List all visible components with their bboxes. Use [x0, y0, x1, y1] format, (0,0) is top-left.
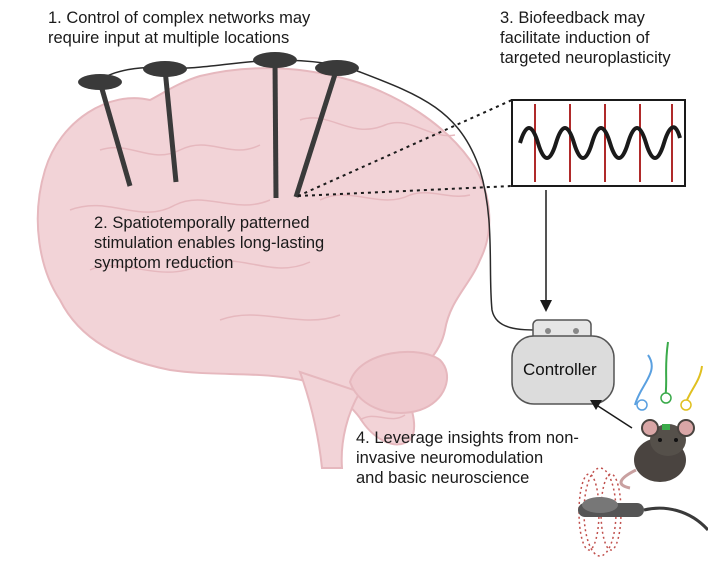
biofeedback-signal-panel: [511, 99, 686, 187]
arrow-mouse-to-controller: [590, 400, 633, 429]
controller-device: [511, 319, 615, 405]
brain-illustration: [36, 67, 491, 469]
controller-label: Controller: [523, 360, 597, 379]
arrow-feedback-to-controller: [540, 190, 552, 312]
annotation-4-line-2: invasive neuromodulation: [356, 449, 544, 467]
annotation-1-line-1: 1. Control of complex networks may: [48, 9, 311, 27]
electrode-2: [143, 61, 187, 183]
annotation-4-line-3: and basic neuroscience: [356, 469, 530, 487]
brainstem: [298, 370, 362, 469]
annotation-1-line-2: require input at multiple locations: [48, 29, 290, 47]
annotation-2-line-2: stimulation enables long-lasting: [94, 234, 325, 252]
trigger-markers: [534, 104, 673, 182]
annotation-3-line-2: facilitate induction of: [500, 29, 650, 47]
mouse-icon: [619, 341, 703, 490]
electrode-3: [253, 52, 297, 199]
annotation-4: 4. Leverage insights from non- invasive …: [356, 428, 579, 488]
magnetic-coil-icon: [578, 467, 708, 557]
annotation-2: 2. Spatiotemporally patterned stimulatio…: [94, 213, 324, 273]
annotation-2-line-3: symptom reduction: [94, 254, 234, 272]
cerebellum: [348, 350, 449, 414]
annotation-3: 3. Biofeedback may facilitate induction …: [500, 8, 671, 68]
electrodes: [78, 52, 359, 199]
annotation-3-line-1: 3. Biofeedback may: [500, 9, 645, 27]
oscillation-wave: [518, 125, 682, 160]
brain-sulci: [69, 117, 471, 421]
zoom-lines: [297, 99, 513, 197]
annotation-1: 1. Control of complex networks may requi…: [48, 8, 310, 48]
electrode-4: [293, 60, 359, 198]
annotation-3-line-3: targeted neuroplasticity: [500, 49, 671, 67]
annotation-2-line-1: 2. Spatiotemporally patterned: [94, 214, 310, 232]
electrode-1: [78, 74, 133, 187]
brain-shape: [36, 67, 491, 446]
annotation-4-line-1: 4. Leverage insights from non-: [356, 429, 579, 447]
